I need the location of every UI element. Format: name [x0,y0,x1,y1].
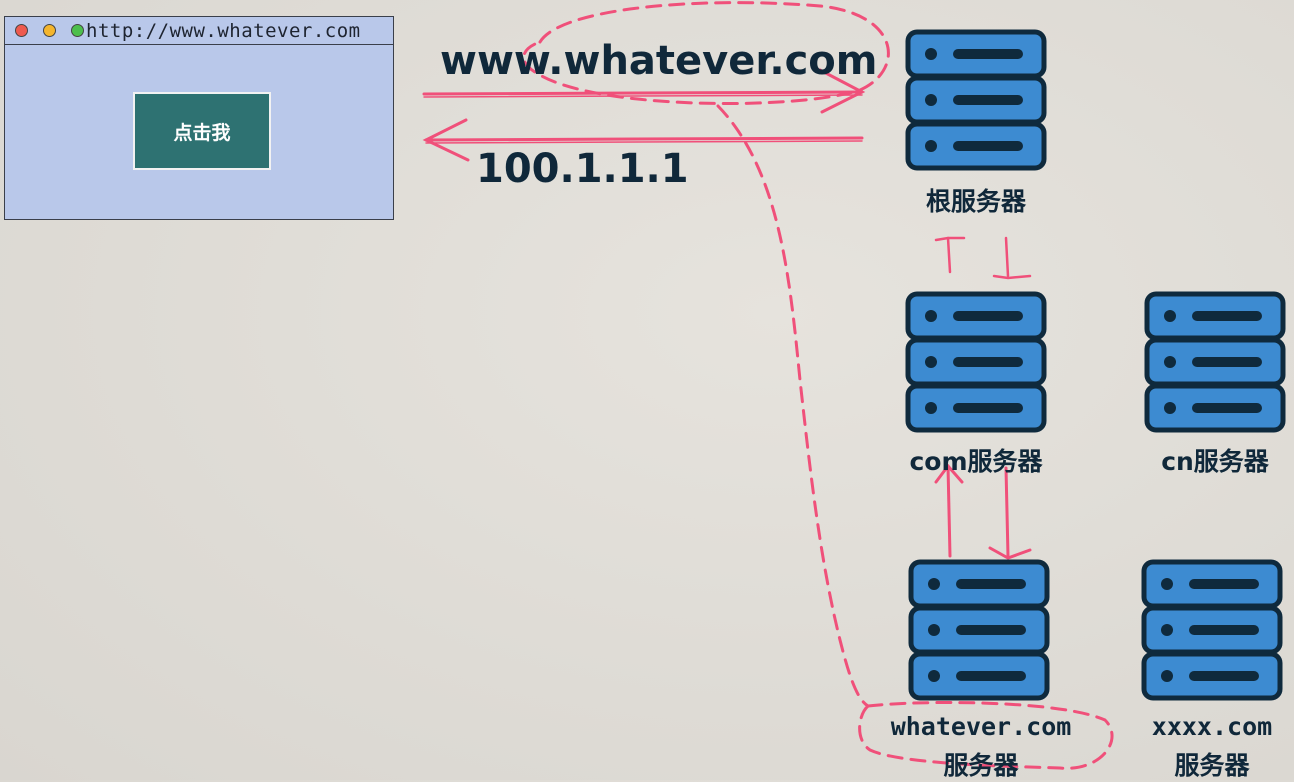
browser-title-bar: http://www.whatever.com [5,17,393,45]
maximize-window-icon[interactable] [71,24,84,37]
root-server-icon [908,32,1044,168]
xxxx-server-label-domain: xxxx.com [1151,712,1273,741]
whatever-server-label-domain: whatever.com [890,712,1072,741]
request-domain-label: www.whatever.com [440,38,878,84]
address-bar-url[interactable]: http://www.whatever.com [86,19,361,42]
request-arrow [422,68,866,114]
cn-server-icon [1147,294,1283,430]
xxxx-server-label-suffix: 服务器 [1174,751,1250,780]
browser-window: http://www.whatever.com 点击我 [4,16,394,220]
whatever-server-icon [911,562,1047,698]
root-com-arrows [934,236,1032,280]
dashed-query-path [522,1,1114,770]
com-server-icon [908,294,1044,430]
cn-server-label: cn服务器 [1161,447,1269,476]
com-server-label: com服务器 [909,447,1043,476]
click-me-button[interactable]: 点击我 [133,92,271,170]
response-arrow [422,118,864,162]
com-whatever-arrows [934,463,1032,560]
root-server-label: 根服务器 [925,187,1026,216]
minimize-window-icon[interactable] [43,24,56,37]
response-ip-label: 100.1.1.1 [476,146,689,192]
xxxx-server-icon [1144,562,1280,698]
close-window-icon[interactable] [15,24,28,37]
whatever-server-label-suffix: 服务器 [943,751,1019,780]
